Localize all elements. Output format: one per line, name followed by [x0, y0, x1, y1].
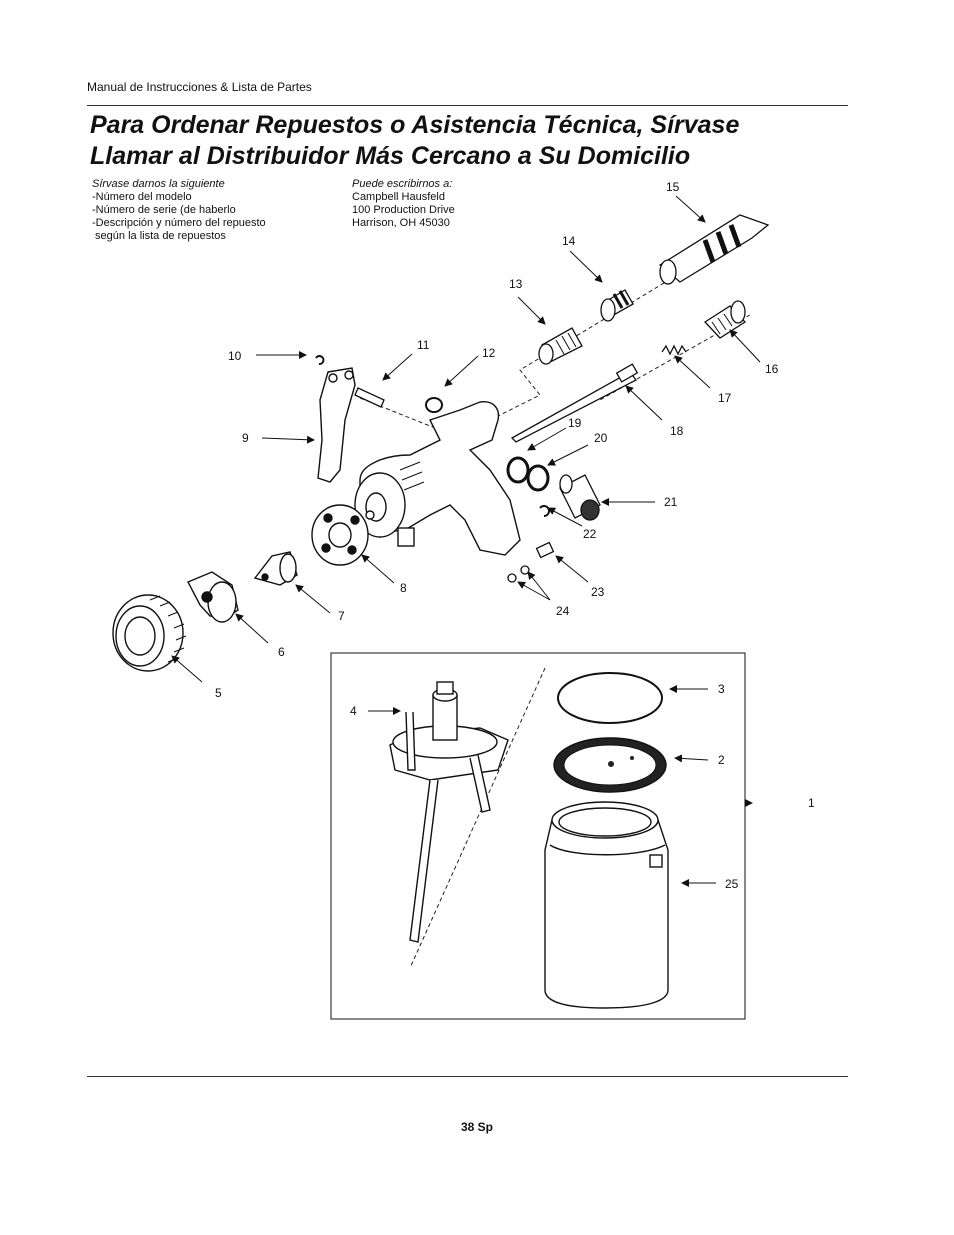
part-22-retaining-clip [539, 505, 550, 517]
callout-8: 8 [400, 581, 407, 595]
callout-9: 9 [242, 431, 249, 445]
order-info-item: -Número del modelo [92, 191, 192, 203]
part-4-cup-lid [389, 681, 509, 943]
part-13-fluid-nozzle-seat [538, 327, 583, 365]
order-info-item: según la lista de repuestos [92, 230, 226, 242]
footer-rule [87, 1076, 848, 1077]
header-rule [87, 105, 848, 106]
part-14-packing-nut [600, 289, 634, 322]
callout-17: 17 [718, 391, 732, 405]
callout-22: 22 [583, 527, 597, 541]
cup-assembly-frame [330, 652, 746, 1020]
leader-20 [547, 444, 589, 466]
part-21-air-valve [559, 474, 601, 521]
callout-19: 19 [568, 416, 582, 430]
title-line-1: Para Ordenar Repuestos o Asistencia Técn… [90, 111, 740, 139]
part-11-trigger-pin [354, 387, 385, 408]
address-lead: Puede escribirnos a: [352, 178, 453, 190]
part-6-air-cap [187, 571, 239, 623]
part-5-retaining-ring [112, 594, 187, 672]
leader-8 [361, 554, 395, 584]
leader-22 [547, 507, 583, 527]
part-8-air-baffle [311, 504, 369, 566]
callout-7: 7 [338, 609, 345, 623]
callout-13: 13 [509, 277, 523, 291]
callout-15: 15 [666, 180, 680, 194]
leader-9 [261, 435, 315, 444]
callout-12: 12 [482, 346, 496, 360]
part-15-fluid-tube [658, 214, 770, 285]
mailing-address: Puede escribirnos a: Campbell Hausfeld 1… [352, 178, 455, 230]
part-17-spring [661, 344, 687, 356]
leader-12 [444, 355, 479, 387]
leader-6 [235, 613, 269, 644]
callout-3: 3 [718, 682, 725, 696]
leader-5 [171, 655, 203, 683]
leader-13 [517, 296, 546, 325]
manual-title: Manual de Instrucciones & Lista de Parte… [87, 80, 312, 94]
callout-20: 20 [594, 431, 608, 445]
address-line: 100 Production Drive [352, 204, 455, 216]
leader-18 [625, 385, 663, 421]
part-12-ring [425, 397, 443, 413]
order-info-item: -Número de serie (de haberlo [92, 204, 236, 216]
leader-17 [674, 355, 711, 389]
page-number: 38 Sp [460, 1120, 493, 1134]
callout-25: 25 [725, 877, 739, 891]
callout-14: 14 [562, 234, 576, 248]
part-16-adjustment-knob [703, 300, 747, 339]
part-20-o-ring [526, 464, 550, 492]
callout-23: 23 [591, 585, 605, 599]
part-18-fluid-needle [510, 363, 639, 443]
part-24-screws [507, 565, 530, 583]
callout-6: 6 [278, 645, 285, 659]
callout-leaders [171, 195, 761, 887]
callout-1: 1 [808, 796, 815, 810]
part-19-o-ring [506, 456, 530, 484]
part-3-gasket [557, 672, 663, 724]
part-9-trigger [317, 367, 356, 483]
callout-21: 21 [664, 495, 678, 509]
leader-19 [527, 427, 567, 451]
order-info-lead: Sírvase darnos la siguiente [92, 178, 225, 190]
leader-15 [675, 195, 706, 223]
part-23-fitting [535, 541, 555, 559]
spray-gun-body [354, 401, 521, 556]
order-info-item: -Descripción y número del repuesto [92, 217, 266, 229]
part-10-clip [315, 355, 325, 365]
leader-2 [674, 754, 709, 763]
callout-4: 4 [350, 704, 357, 718]
leader-24a [527, 571, 551, 601]
part-2-cup-gasket [553, 737, 667, 793]
callout-5: 5 [215, 686, 222, 700]
order-info: Sírvase darnos la siguiente -Número del … [92, 178, 266, 243]
part-7-fluid-nozzle [253, 551, 298, 586]
leader-16 [729, 329, 761, 363]
callout-2: 2 [718, 753, 725, 767]
callout-11: 11 [417, 338, 430, 352]
leader-24b [517, 581, 551, 601]
address-line: Campbell Hausfeld [352, 191, 445, 203]
leader-11 [382, 353, 413, 381]
callout-24: 24 [556, 604, 570, 618]
address-line: Harrison, OH 45030 [352, 217, 450, 229]
callout-16: 16 [765, 362, 779, 376]
page-title: Para Ordenar Repuestos o Asistencia Técn… [90, 110, 739, 172]
leader-23 [555, 555, 589, 583]
leader-14 [569, 250, 603, 283]
title-line-2: Llamar al Distribuidor Más Cercano a Su … [90, 142, 691, 170]
callout-10: 10 [228, 349, 242, 363]
callout-18: 18 [670, 424, 684, 438]
leader-7 [295, 584, 331, 614]
part-25-paint-cup [544, 801, 669, 1009]
